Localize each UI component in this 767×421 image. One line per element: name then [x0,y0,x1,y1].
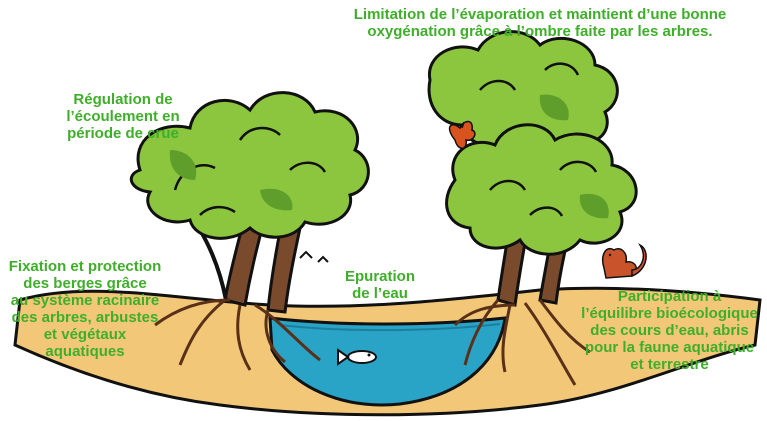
evaporation-label: Limitation de l’évaporation et maintient… [330,6,750,40]
bird-icon [300,252,328,262]
flow-regulation-label: Régulation de l’écoulement en période de… [48,91,198,142]
squirrel-icon [603,245,646,278]
bank-protection-label: Fixation et protection des berges grâce … [0,258,170,360]
bioecological-balance-label: Participation à l’équilibre bioécologiqu… [572,288,767,373]
water-purification-label: Epuration de l’eau [330,268,430,302]
